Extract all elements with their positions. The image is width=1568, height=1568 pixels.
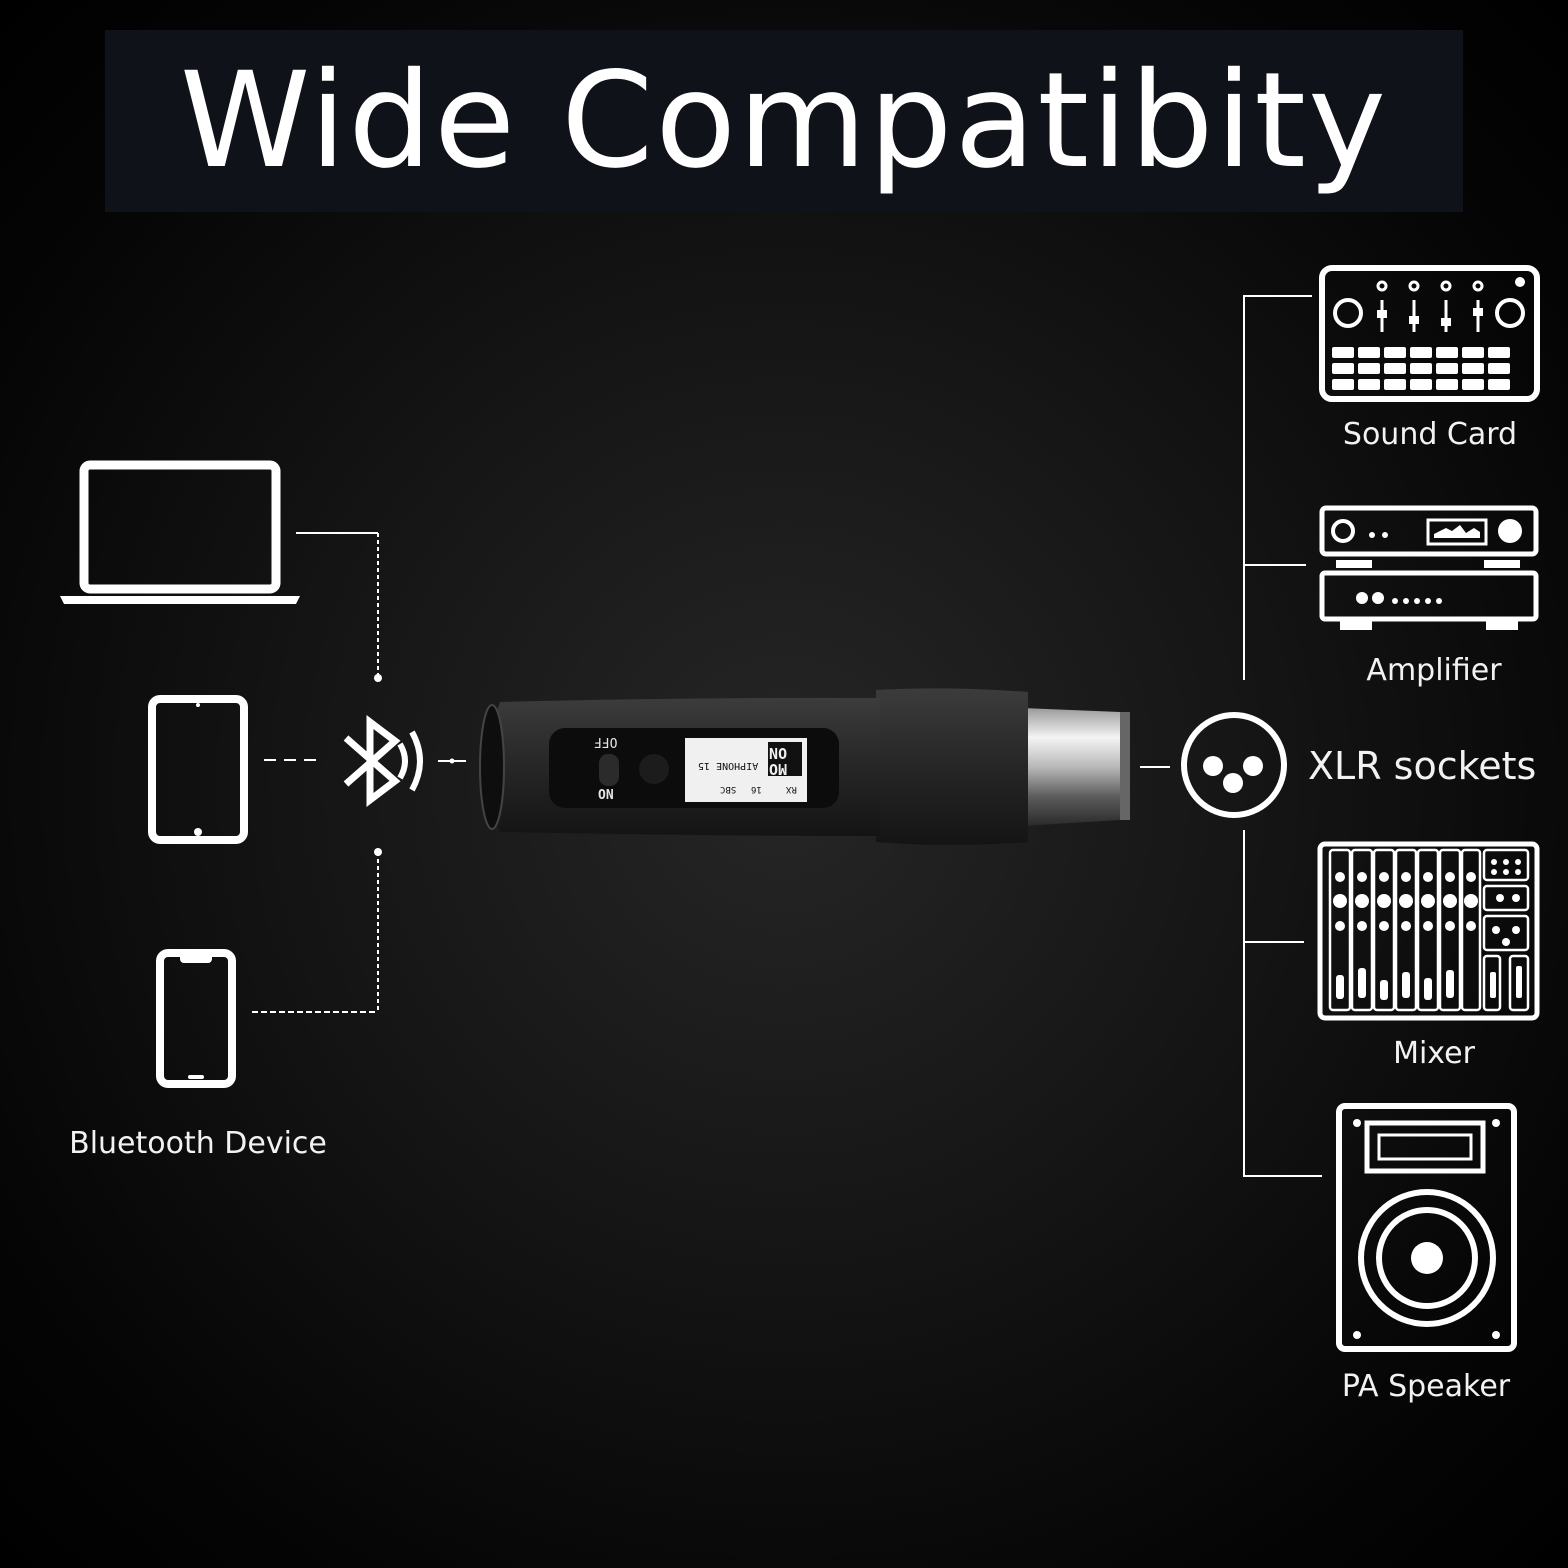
screen-mode-bottom: MO bbox=[769, 760, 788, 778]
switch-off-label: OFF bbox=[594, 734, 618, 749]
phone-icon bbox=[156, 949, 236, 1088]
sound-card-label: Sound Card bbox=[1342, 417, 1518, 452]
bluetooth-icon bbox=[343, 714, 423, 808]
sound-card-icon bbox=[1319, 265, 1540, 402]
screen-volume: 16 bbox=[751, 784, 762, 794]
pa-speaker-label: PA Speaker bbox=[1341, 1369, 1511, 1404]
amplifier-label: Amplifier bbox=[1366, 653, 1502, 688]
xlr-socket-icon bbox=[1181, 712, 1287, 818]
title-banner: Wide Compatibity bbox=[105, 30, 1463, 212]
mixer-icon bbox=[1317, 841, 1540, 1021]
screen-codec: SBC bbox=[720, 784, 737, 794]
mixer-label: Mixer bbox=[1393, 1036, 1475, 1071]
bluetooth-receiver-device bbox=[479, 688, 1130, 845]
output-connector-lines bbox=[1140, 295, 1322, 1177]
bluetooth-device-label: Bluetooth Device bbox=[69, 1126, 327, 1161]
screen-rx-mode: RX bbox=[786, 784, 797, 794]
xlr-sockets-label: XLR sockets bbox=[1308, 744, 1537, 788]
screen-device-name: AIPHONE 15 bbox=[698, 760, 759, 771]
source-connector-lines bbox=[252, 532, 466, 1013]
amplifier-icon bbox=[1319, 505, 1539, 630]
pa-speaker-icon bbox=[1336, 1103, 1517, 1352]
laptop-icon bbox=[60, 460, 300, 604]
page-title: Wide Compatibity bbox=[179, 44, 1389, 198]
switch-on-label: ON bbox=[598, 788, 614, 803]
tablet-icon bbox=[148, 695, 248, 844]
